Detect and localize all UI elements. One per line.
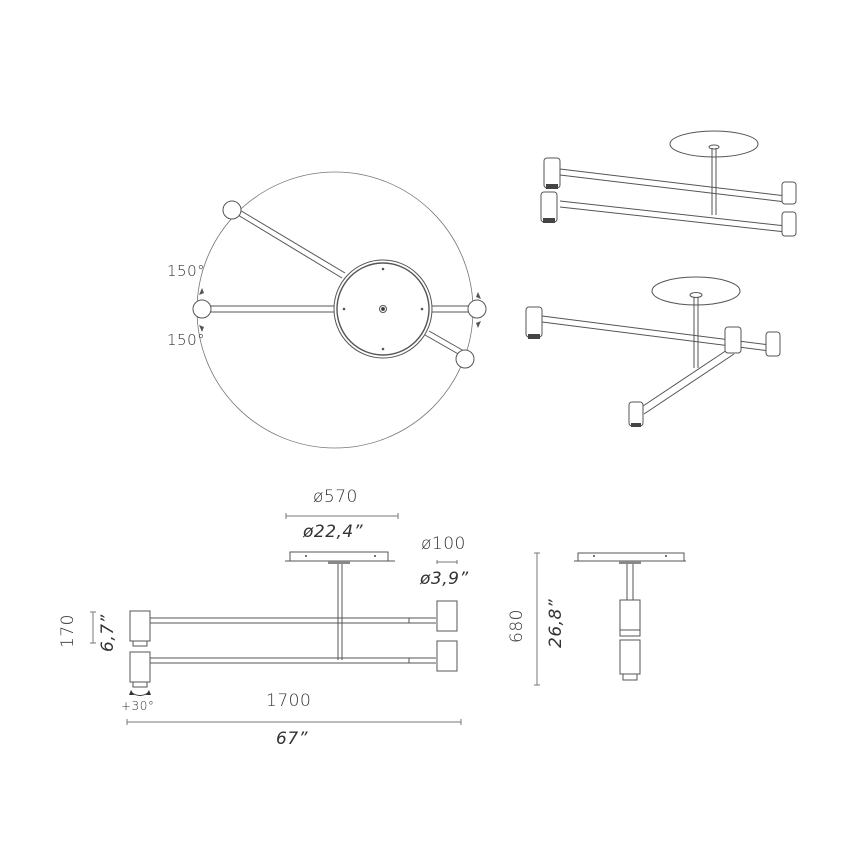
rotation-label-upper: 150° — [167, 262, 206, 280]
perspective-view-rotated — [525, 276, 781, 427]
total-width-in: 67” — [276, 729, 308, 749]
total-width-mm: 1700 — [266, 691, 312, 711]
spot-diameter-in: ø3,9” — [420, 569, 469, 589]
top-view — [192, 171, 487, 449]
height-in: 26,8” — [546, 598, 566, 648]
canopy-diameter-mm: ø570 — [313, 487, 358, 507]
spot-diameter-mm: ø100 — [421, 534, 466, 554]
rotation-label-lower: 150° — [167, 331, 206, 349]
height-mm: 680 — [507, 609, 527, 643]
arm-spacing-mm: 170 — [58, 614, 78, 648]
perspective-view-parallel — [540, 130, 797, 237]
front-view — [90, 513, 462, 725]
tilt-angle-label: +30° — [121, 699, 155, 713]
canopy-diameter-in: ø22,4” — [303, 522, 364, 542]
arm-spacing-in: 6,7” — [98, 614, 118, 652]
side-view — [534, 552, 686, 686]
